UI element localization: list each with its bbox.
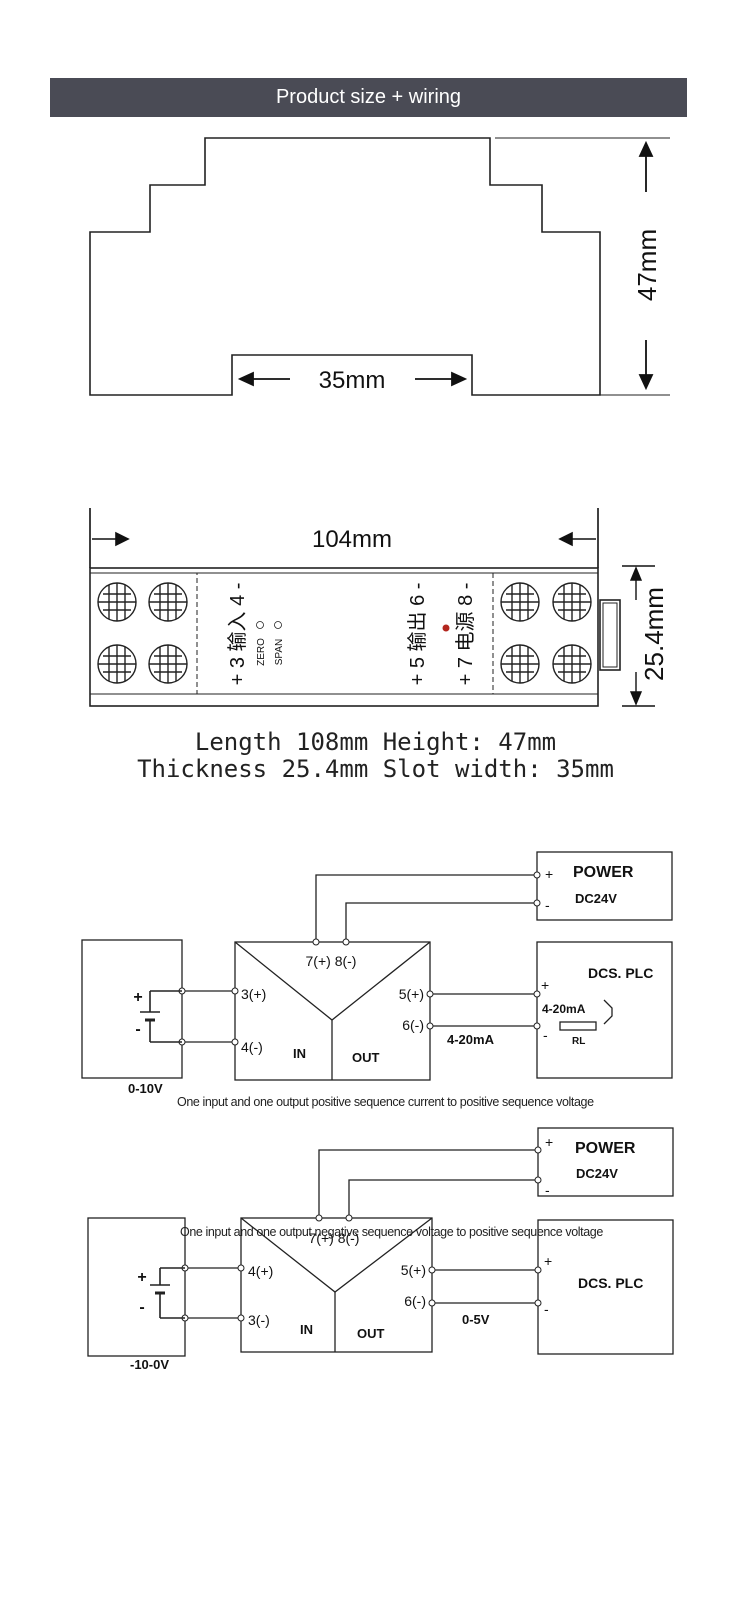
power-minus-1: - bbox=[545, 897, 550, 913]
terminal-in-minus-2: 3(-) bbox=[248, 1312, 270, 1328]
power-terminal-label: + 7 电源 8 - bbox=[454, 583, 477, 686]
terminal-out-plus-2: 5(+) bbox=[401, 1262, 426, 1278]
load-minus-1: - bbox=[543, 1027, 548, 1043]
load-label-2: DCS. PLC bbox=[578, 1275, 643, 1291]
power-voltage-2: DC24V bbox=[576, 1166, 618, 1181]
resistor-label-1: RL bbox=[572, 1036, 585, 1047]
input-terminal-label: + 3 输入 4 - bbox=[226, 583, 249, 686]
signal-source-box bbox=[81, 939, 183, 1079]
section-title: Product size + wiring bbox=[275, 86, 462, 108]
width-label: 104mm bbox=[312, 526, 392, 553]
side-view-drawing bbox=[89, 137, 670, 396]
battery-plus-1: + bbox=[133, 989, 142, 1006]
depth-label: 25.4mm bbox=[639, 587, 669, 681]
span-potentiometer bbox=[274, 621, 282, 629]
load-box bbox=[537, 1219, 674, 1355]
battery-symbol-2 bbox=[150, 1267, 185, 1319]
screw-terminals bbox=[97, 582, 592, 684]
terminal-screw bbox=[500, 644, 540, 684]
spec-line-1: Length 108mm Height: 47mm bbox=[194, 728, 557, 756]
out-label-2: OUT bbox=[357, 1326, 385, 1341]
module-top-body bbox=[89, 567, 621, 707]
span-adjust-label: SPAN bbox=[274, 639, 285, 666]
depth-dimension bbox=[622, 565, 655, 707]
power-supply-box bbox=[536, 851, 673, 921]
power-plus-1: + bbox=[545, 866, 553, 882]
terminal-screw bbox=[148, 644, 188, 684]
section-header: Product size + wiring bbox=[50, 78, 687, 117]
wire-signal-label-2: 0-5V bbox=[462, 1312, 490, 1327]
in-label-1: IN bbox=[293, 1046, 306, 1061]
spec-line-2: Thickness 25.4mm Slot width: 35mm bbox=[137, 755, 614, 783]
terminal-power-1: 7(+) 8(-) bbox=[306, 953, 357, 969]
terminal-in-plus-2: 4(+) bbox=[248, 1263, 273, 1279]
zero-potentiometer bbox=[256, 621, 264, 629]
source-range-1: 0-10V bbox=[128, 1081, 163, 1096]
battery-minus-1: - bbox=[135, 1021, 140, 1038]
slot-label: 35mm bbox=[319, 367, 386, 394]
load-plus-1: + bbox=[541, 977, 549, 993]
power-plus-2: + bbox=[545, 1134, 553, 1150]
terminal-power-2: 7(+) 8(-) bbox=[309, 1230, 360, 1246]
battery-symbol-1 bbox=[140, 990, 182, 1043]
wiring-diagram-1: + - POWER DC24V + - 7(+) 8(-) 3(+) 4(-) … bbox=[81, 851, 673, 1096]
slot-dimension bbox=[237, 371, 468, 387]
current-loop-label-1: 4-20mA bbox=[542, 1002, 586, 1016]
power-minus-2: - bbox=[545, 1182, 550, 1198]
battery-minus-2: - bbox=[139, 1299, 144, 1316]
power-indicator-led bbox=[442, 624, 450, 632]
power-label-2: POWER bbox=[575, 1140, 636, 1157]
load-minus-2: - bbox=[544, 1301, 549, 1317]
wiring-diagram-2: + - POWER DC24V + - 7(+) 8(-) 4(+) 3(-) … bbox=[87, 1127, 674, 1372]
power-label-1: POWER bbox=[573, 864, 634, 881]
output-terminal-label: + 5 输出 6 - bbox=[406, 583, 429, 686]
load-box bbox=[536, 941, 673, 1079]
terminal-screw bbox=[500, 582, 540, 622]
load-plus-2: + bbox=[544, 1253, 552, 1269]
signal-source-box bbox=[87, 1217, 186, 1357]
terminal-in-plus-1: 3(+) bbox=[241, 986, 266, 1002]
terminal-screw bbox=[97, 644, 137, 684]
terminal-screw bbox=[552, 644, 592, 684]
terminal-out-minus-2: 6(-) bbox=[404, 1293, 426, 1309]
terminal-out-plus-1: 5(+) bbox=[399, 986, 424, 1002]
power-supply-box bbox=[537, 1127, 674, 1197]
in-label-2: IN bbox=[300, 1322, 313, 1337]
out-label-1: OUT bbox=[352, 1050, 380, 1065]
terminal-screw bbox=[552, 582, 592, 622]
terminal-screw bbox=[97, 582, 137, 622]
height-dimension bbox=[638, 140, 654, 391]
load-label-1: DCS. PLC bbox=[588, 965, 653, 981]
transmitter-body bbox=[240, 1217, 433, 1353]
height-label: 47mm bbox=[632, 229, 662, 301]
battery-plus-2: + bbox=[137, 1269, 146, 1286]
wire-signal-label-1: 4-20mA bbox=[447, 1032, 495, 1047]
source-range-2: -10-0V bbox=[130, 1357, 169, 1372]
terminal-in-minus-1: 4(-) bbox=[241, 1039, 263, 1055]
diagram-2-caption: One input and one output negative sequen… bbox=[180, 1225, 603, 1239]
terminal-screw bbox=[148, 582, 188, 622]
power-voltage-1: DC24V bbox=[575, 891, 617, 906]
diagram-1-caption: One input and one output positive sequen… bbox=[177, 1095, 594, 1109]
terminal-out-minus-1: 6(-) bbox=[402, 1017, 424, 1033]
width-dimension bbox=[89, 508, 599, 568]
zero-adjust-label: ZERO bbox=[256, 638, 267, 666]
